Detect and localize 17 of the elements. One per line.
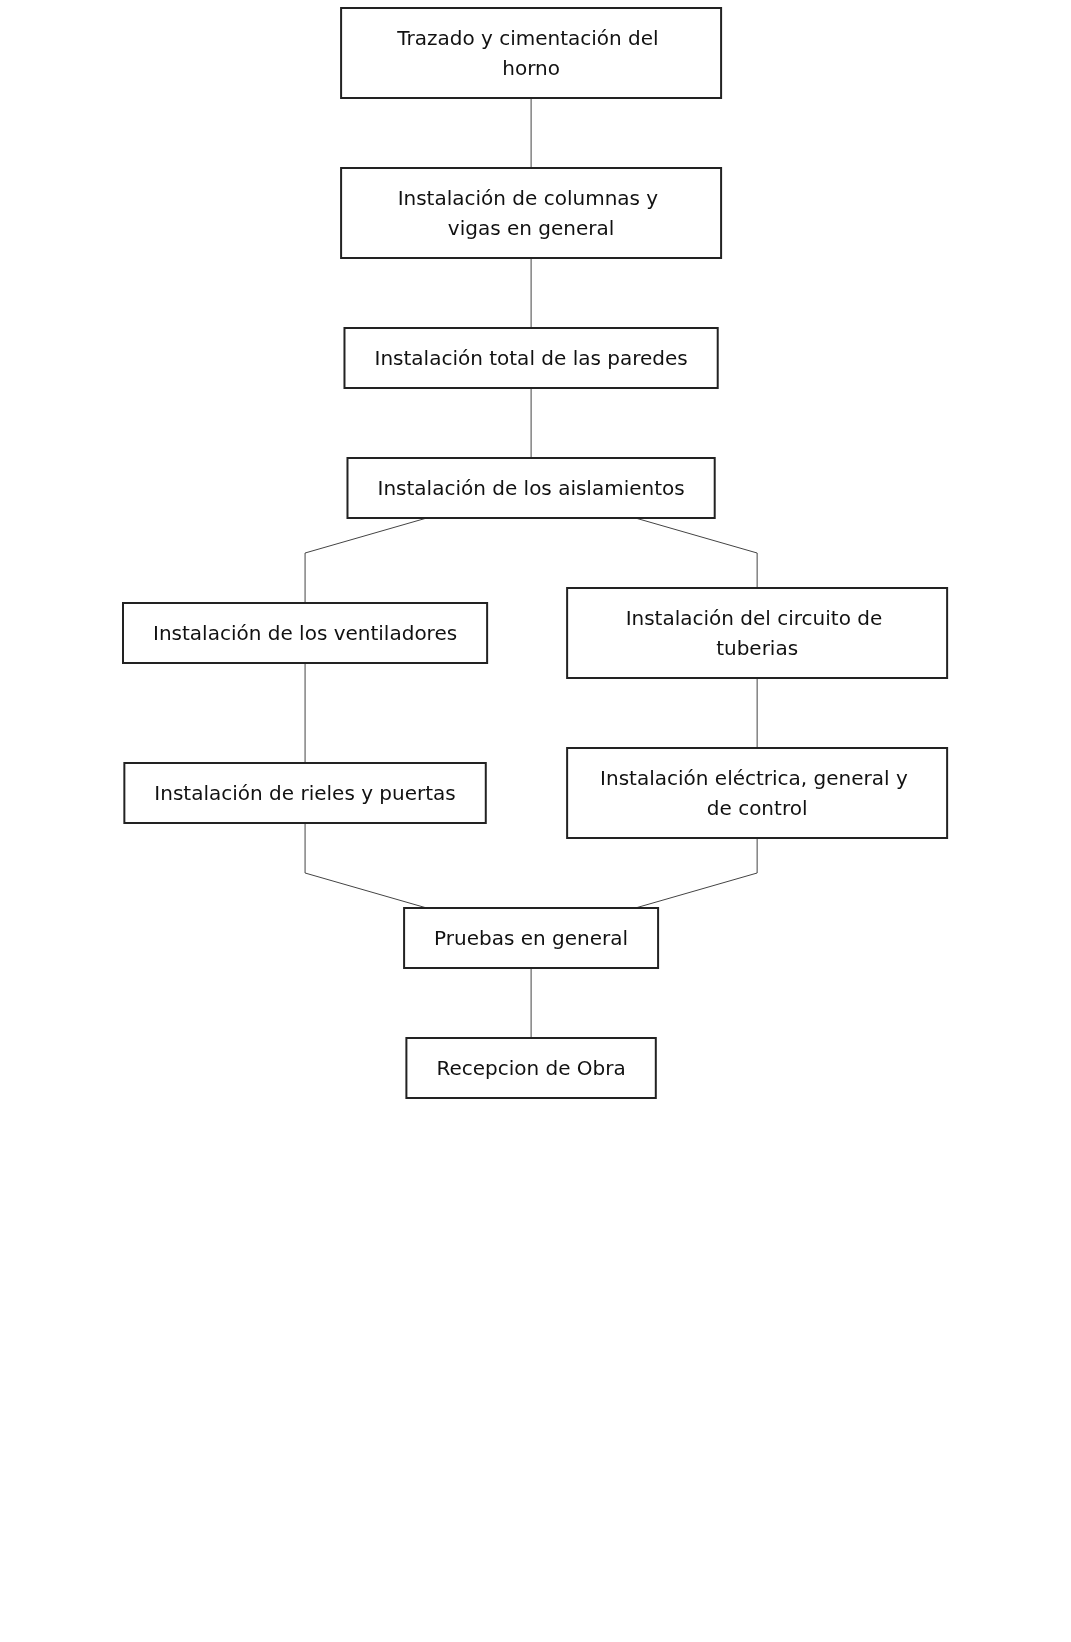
node-box: Instalación total de las paredes bbox=[343, 327, 720, 389]
node-box: Instalación del circuito de tuberias bbox=[566, 587, 949, 679]
node-box: Instalación de los ventiladores bbox=[122, 602, 489, 664]
node-box: Instalación de los aislamientos bbox=[346, 457, 717, 519]
connector bbox=[635, 837, 759, 909]
connector bbox=[305, 662, 306, 764]
connector bbox=[531, 257, 533, 329]
node-box: Instalación de columnas y vigas en general bbox=[340, 167, 723, 259]
node-box: Recepcion de Obra bbox=[405, 1037, 658, 1099]
node-box: Instalación de rieles y puertas bbox=[123, 762, 488, 824]
connector bbox=[757, 677, 759, 749]
connector bbox=[531, 97, 533, 169]
connector bbox=[531, 967, 533, 1039]
connector bbox=[531, 387, 533, 459]
node-box: Pruebas en general bbox=[403, 907, 660, 969]
node-box: Trazado y cimentación del horno bbox=[340, 7, 723, 99]
node-box: Instalación eléctrica, general y de control bbox=[566, 747, 949, 839]
